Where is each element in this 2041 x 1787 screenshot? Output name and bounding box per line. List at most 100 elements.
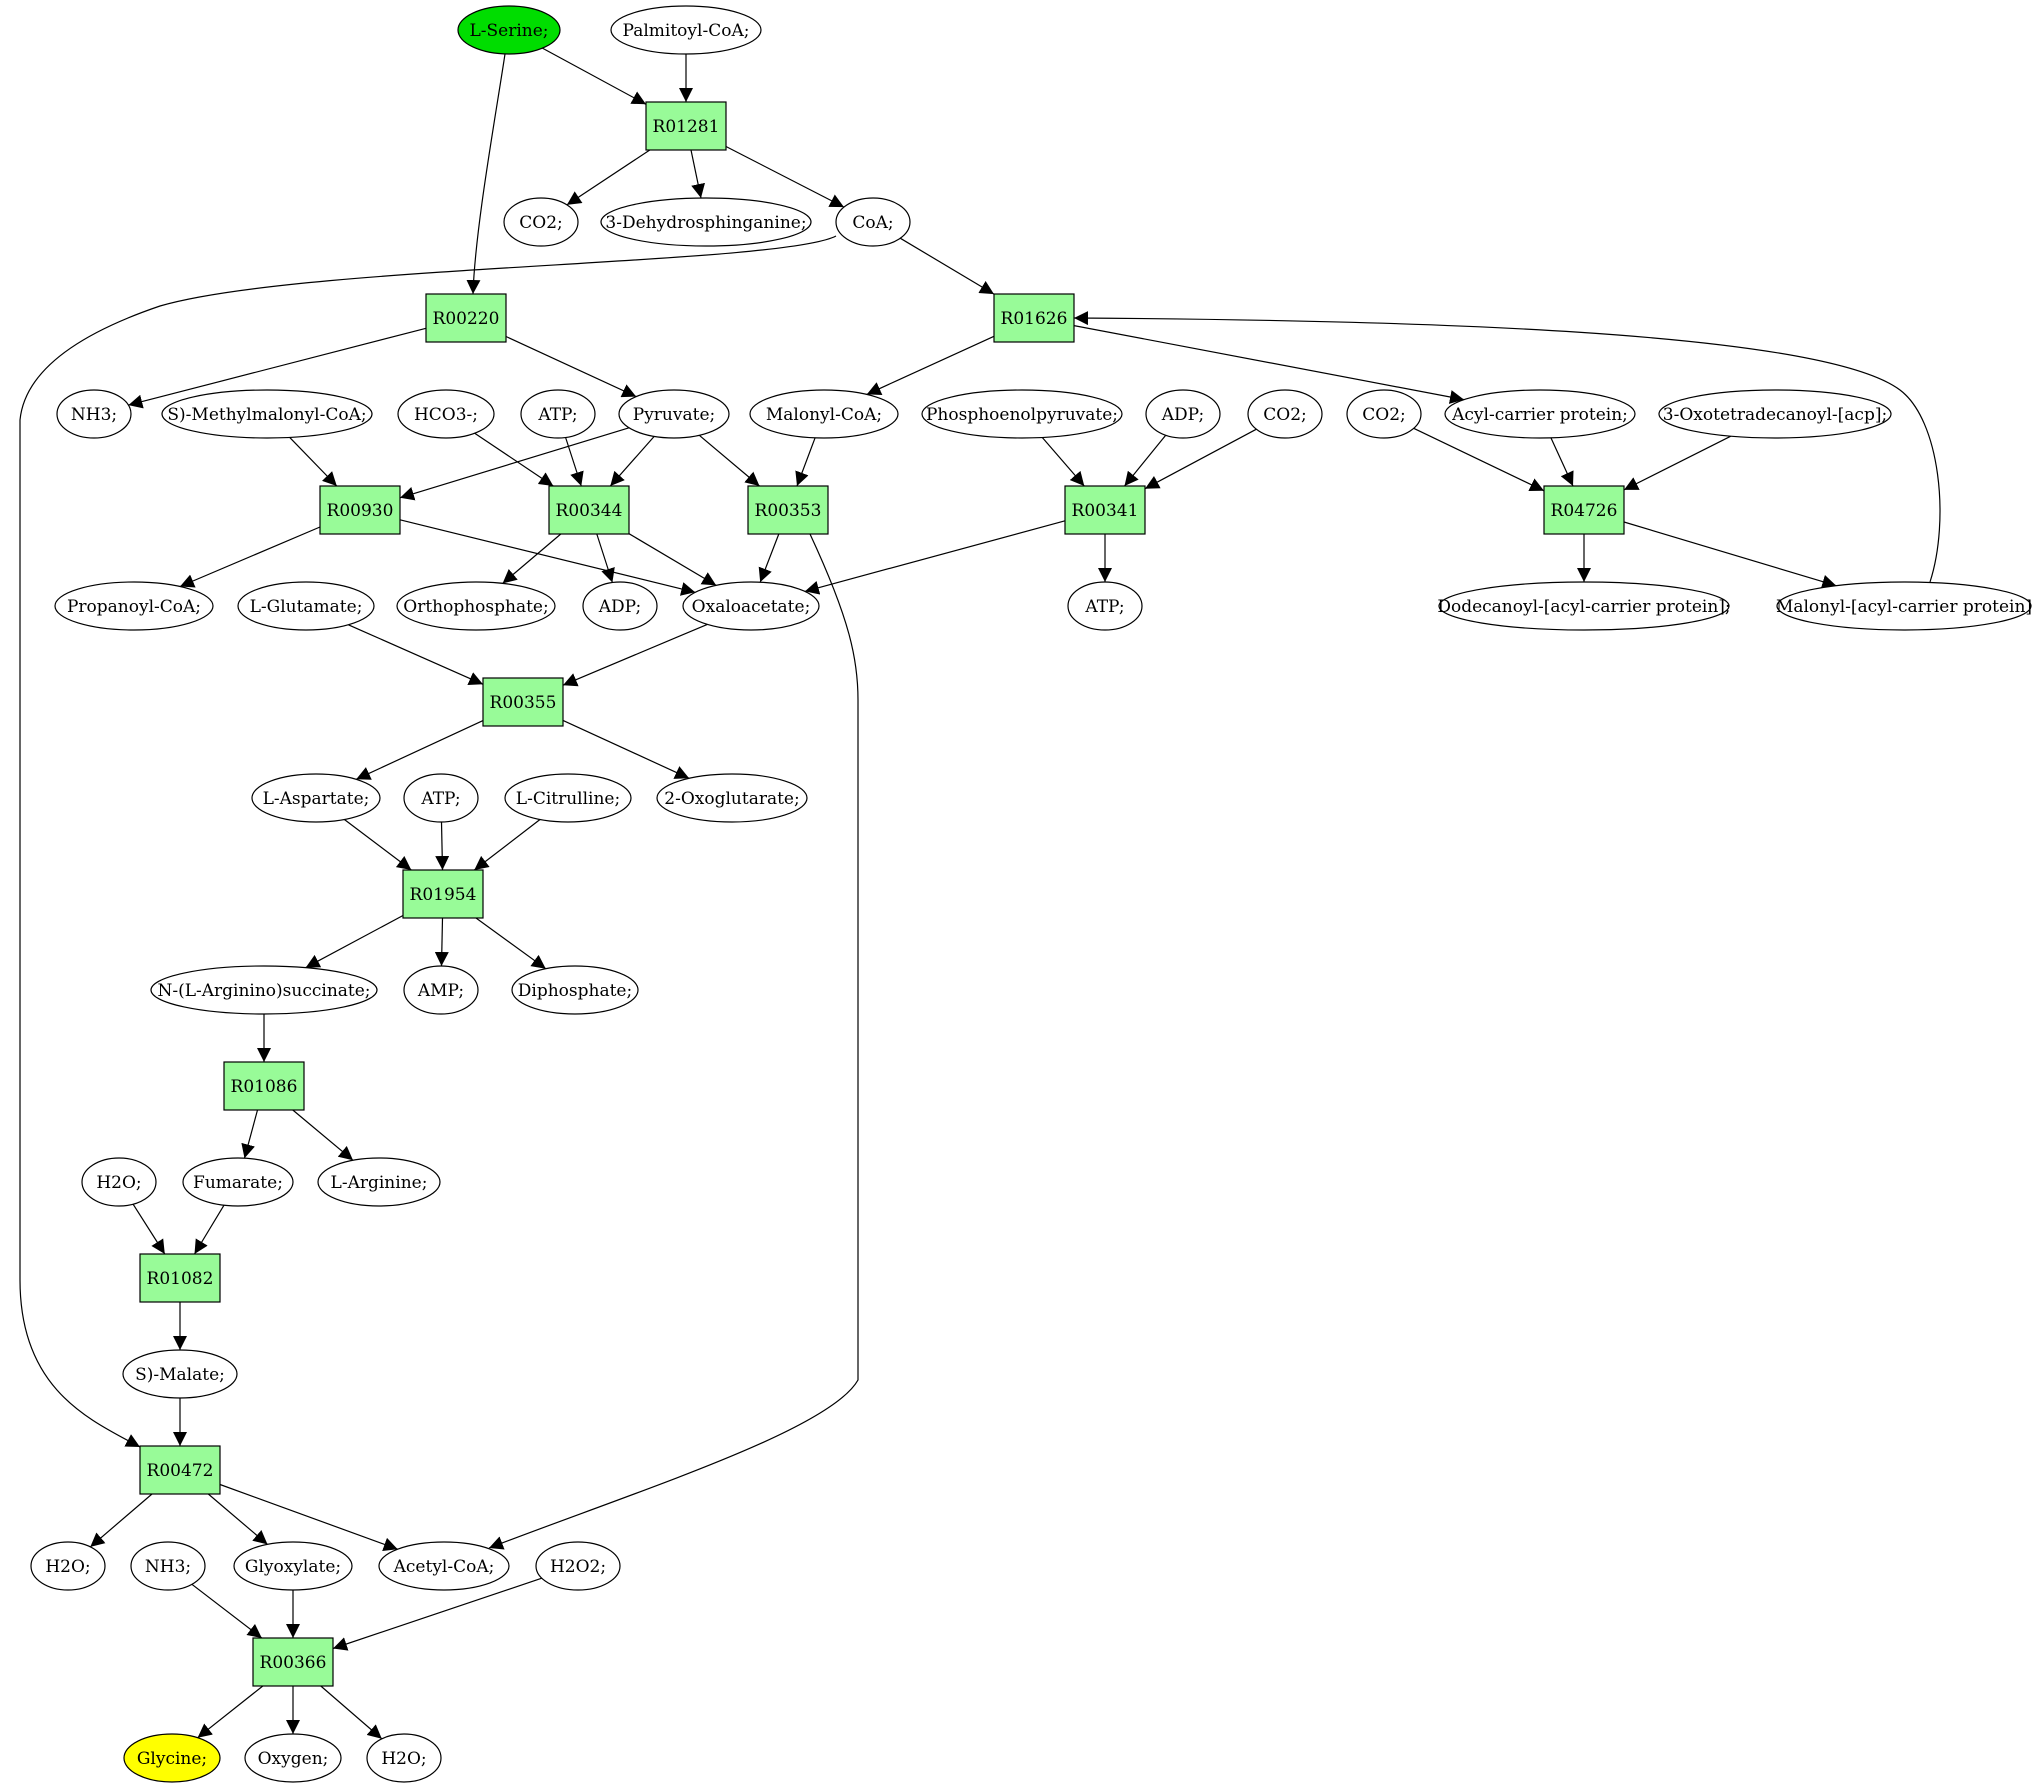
reaction-r01086[interactable]: R01086: [223, 1061, 305, 1111]
compound-s-malate[interactable]: S)-Malate;: [122, 1349, 238, 1399]
reaction-r00366[interactable]: R00366: [252, 1637, 334, 1687]
compound-pyruvate[interactable]: Pyruvate;: [618, 389, 730, 439]
compound-dodecanoyl-acp[interactable]: Dodecanoyl-[acyl-carrier protein];: [1437, 581, 1731, 631]
compound-orthophosphate[interactable]: Orthophosphate;: [396, 581, 556, 631]
compound-malonyl-coa[interactable]: Malonyl-CoA;: [749, 389, 899, 439]
edge-s-methylmalonyl-coa-to-r00930: [289, 436, 338, 487]
compound-oxaloacetate[interactable]: Oxaloacetate;: [682, 581, 820, 631]
compound-palmitoyl-coa[interactable]: Palmitoyl-CoA;: [610, 5, 762, 55]
compound-nh3-b[interactable]: NH3;: [130, 1541, 206, 1591]
edge-r00220-to-nh3-a: [128, 327, 427, 409]
compound-ellipse: [1067, 581, 1143, 631]
compound-ellipse: [600, 197, 812, 247]
reaction-r00355[interactable]: R00355: [482, 677, 564, 727]
compound-h2o-a[interactable]: H2O;: [81, 1157, 157, 1207]
compound-oxotetradecanoyl[interactable]: 3-Oxotetradecanoyl-[acp];: [1658, 389, 1892, 439]
reaction-r00353[interactable]: R00353: [747, 485, 829, 535]
compound-propanoyl-coa[interactable]: Propanoyl-CoA;: [54, 581, 214, 631]
node-label: Diphosphate;: [518, 981, 632, 1001]
compound-ellipse: [182, 1157, 294, 1207]
compound-ellipse: [749, 389, 899, 439]
compound-ellipse: [535, 1541, 621, 1591]
compound-l-glutamate[interactable]: L-Glutamate;: [237, 581, 375, 631]
reaction-r00220[interactable]: R00220: [425, 293, 507, 343]
compound-glycine[interactable]: Glycine;: [123, 1733, 221, 1783]
reaction-box: [402, 869, 484, 919]
edge-r04726-to-malonyl-acp: [1623, 521, 1837, 589]
compound-argininosuccinate[interactable]: N-(L-Arginino)succinate;: [150, 965, 378, 1015]
compound-atp-a[interactable]: ATP;: [520, 389, 596, 439]
reaction-r00341[interactable]: R00341: [1064, 485, 1146, 535]
compound-coa[interactable]: CoA;: [835, 197, 911, 247]
compound-diphosphate[interactable]: Diphosphate;: [511, 965, 639, 1015]
node-label: 3-Dehydrosphinganine;: [605, 213, 806, 233]
node-label: R00366: [260, 1653, 327, 1673]
compound-atp-c[interactable]: ATP;: [403, 773, 479, 823]
compound-co2-b[interactable]: CO2;: [1247, 389, 1323, 439]
compound-l-serine[interactable]: L-Serine;: [457, 5, 561, 55]
edge-r01281-to-coa: [725, 145, 845, 208]
compound-phosphoenolpyruvate[interactable]: Phosphoenolpyruvate;: [921, 389, 1123, 439]
reaction-r01281[interactable]: R01281: [645, 101, 727, 151]
compound-oxygen[interactable]: Oxygen;: [244, 1733, 342, 1783]
compound-l-citrulline[interactable]: L-Citrulline;: [504, 773, 632, 823]
edge-atp-a-to-r00344: [565, 437, 584, 487]
compound-l-arginine[interactable]: L-Arginine;: [317, 1157, 441, 1207]
compound-co2-c[interactable]: CO2;: [1346, 389, 1422, 439]
compound-fumarate[interactable]: Fumarate;: [182, 1157, 294, 1207]
reaction-r00930[interactable]: R00930: [319, 485, 401, 535]
compound-h2o-b[interactable]: H2O;: [30, 1541, 106, 1591]
compound-adp-b[interactable]: ADP;: [582, 581, 658, 631]
node-label: HCO3-;: [414, 405, 478, 425]
compound-ellipse: [233, 1541, 353, 1591]
node-label: Malonyl-[acyl-carrier protein]: [1776, 597, 2032, 617]
compound-adp-a[interactable]: ADP;: [1145, 389, 1221, 439]
compound-l-aspartate[interactable]: L-Aspartate;: [251, 773, 381, 823]
node-label: 2-Oxoglutarate;: [664, 789, 799, 809]
compound-atp-b[interactable]: ATP;: [1067, 581, 1143, 631]
reaction-r04726[interactable]: R04726: [1543, 485, 1625, 535]
edge-r00355-to-l-aspartate: [355, 720, 484, 780]
edge-fumarate-to-r01082: [193, 1204, 225, 1255]
compound-h2o-c[interactable]: H2O;: [366, 1733, 442, 1783]
compound-acetyl-coa[interactable]: Acetyl-CoA;: [378, 1541, 510, 1591]
compound-oxoglutarate[interactable]: 2-Oxoglutarate;: [656, 773, 808, 823]
edge-co2-c-to-r04726: [1413, 427, 1545, 492]
reaction-r01626[interactable]: R01626: [993, 293, 1075, 343]
compound-malonyl-acp[interactable]: Malonyl-[acyl-carrier protein]: [1776, 581, 2032, 631]
node-label: Malonyl-CoA;: [766, 405, 882, 425]
compound-ellipse: [1145, 389, 1221, 439]
compound-ellipse: [1346, 389, 1422, 439]
reaction-r01954[interactable]: R01954: [402, 869, 484, 919]
node-label: S)-Methylmalonyl-CoA;: [167, 405, 366, 425]
reaction-box: [139, 1445, 221, 1495]
compound-amp[interactable]: AMP;: [403, 965, 479, 1015]
compound-glyoxylate[interactable]: Glyoxylate;: [233, 1541, 353, 1591]
compound-ellipse: [56, 389, 132, 439]
edge-r00930-to-oxaloacetate: [399, 519, 696, 596]
compound-ellipse: [403, 773, 479, 823]
reaction-r01082[interactable]: R01082: [139, 1253, 221, 1303]
edge-nh3-b-to-r00366: [191, 1583, 263, 1639]
edge-h2o2-to-r00366: [332, 1577, 542, 1651]
node-label: H2O;: [96, 1173, 141, 1193]
compound-s-methylmalonyl-coa[interactable]: S)-Methylmalonyl-CoA;: [161, 389, 373, 439]
compound-acyl-carrier-protein[interactable]: Acyl-carrier protein;: [1444, 389, 1636, 439]
reaction-r00472[interactable]: R00472: [139, 1445, 221, 1495]
compound-dehydrosphinganine[interactable]: 3-Dehydrosphinganine;: [600, 197, 812, 247]
compound-co2-a[interactable]: CO2;: [503, 197, 579, 247]
node-label: R00930: [327, 501, 394, 521]
edge-r00472-to-glyoxylate: [207, 1493, 268, 1545]
compound-hco3[interactable]: HCO3-;: [397, 389, 495, 439]
reaction-r00344[interactable]: R00344: [548, 485, 630, 535]
edge-co2-b-to-r00341: [1144, 428, 1257, 490]
compound-nh3-a[interactable]: NH3;: [56, 389, 132, 439]
node-label: ATP;: [420, 789, 460, 809]
compound-h2o2[interactable]: H2O2;: [535, 1541, 621, 1591]
node-label: R00341: [1072, 501, 1139, 521]
node-label: R00353: [755, 501, 822, 521]
compound-ellipse: [582, 581, 658, 631]
node-label: CO2;: [1362, 405, 1406, 425]
edge-r01086-to-fumarate: [241, 1109, 259, 1159]
